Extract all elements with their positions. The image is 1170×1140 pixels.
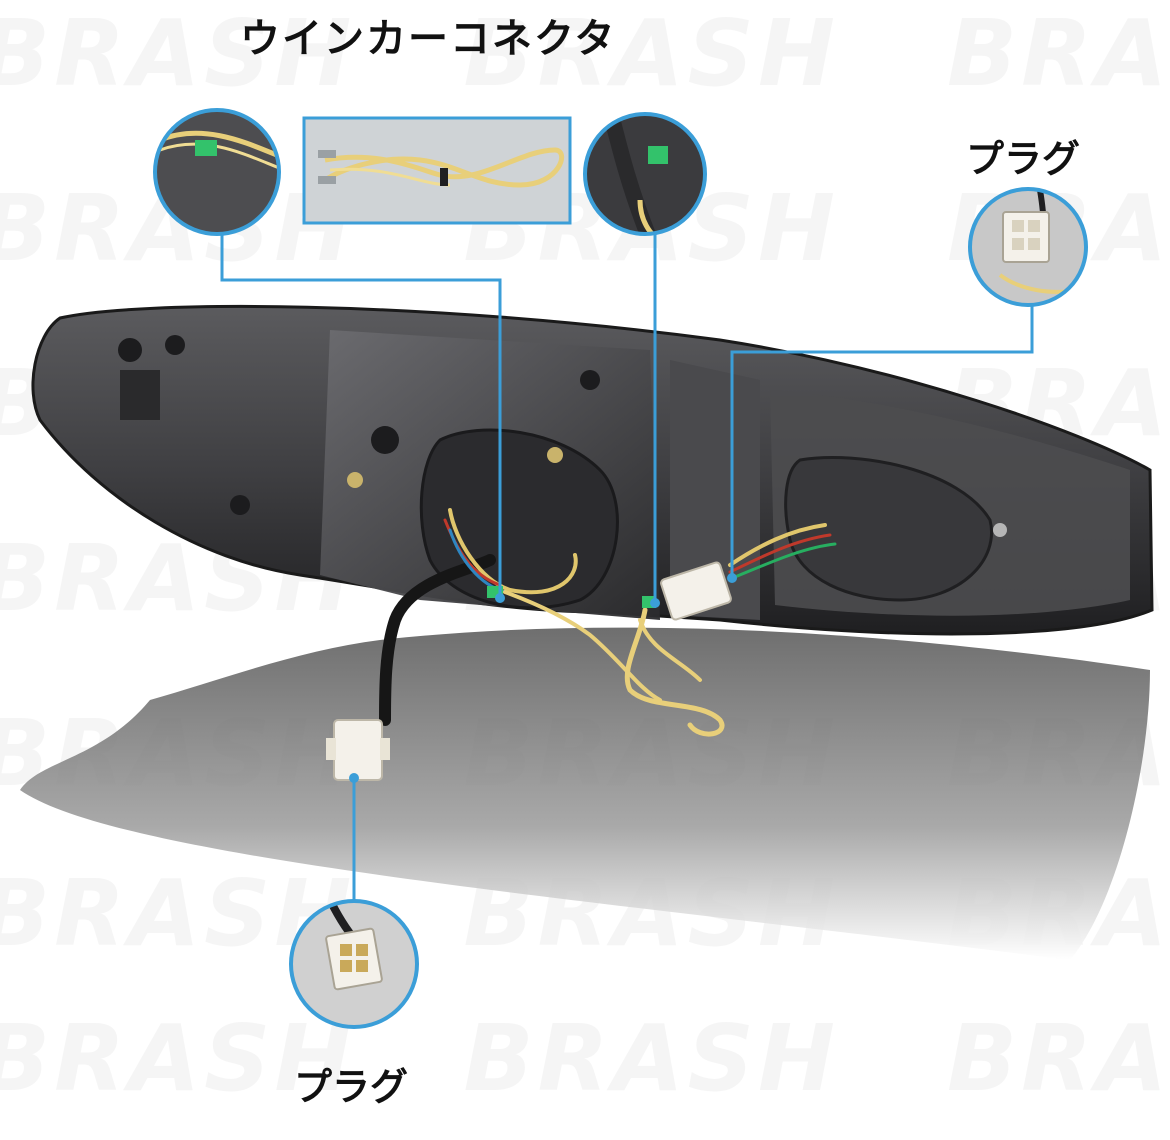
wiring (379, 508, 837, 737)
watermark-text: BRASH (463, 1005, 839, 1112)
callout-dots (349, 573, 737, 783)
magnified-circle-top-middle (583, 112, 707, 236)
watermark-text: BRASH (463, 0, 839, 107)
watermark-row: BRASH BRASH BRASH BRASH (0, 0, 1170, 107)
tail-lamp-housing (31, 304, 1154, 636)
magnified-circle-bottom (289, 899, 419, 1029)
floor-shadow (20, 627, 1150, 960)
watermark-row: BRASH BRASH BRASH BRASH (0, 1005, 1170, 1112)
plug-label-bottom: プラグ (294, 1064, 409, 1109)
magnified-circle-top-left (153, 108, 281, 236)
watermark-text: BRASH (0, 0, 356, 107)
white-plug-connector-left (326, 719, 390, 781)
callout-lines (220, 232, 1034, 900)
plug-label-right: プラグ (966, 136, 1081, 181)
watermark-text: BRASH (947, 0, 1170, 107)
magnified-circle-right (968, 187, 1088, 307)
white-plug-connector-right (660, 561, 732, 621)
watermark-text: BRASH (947, 1005, 1170, 1112)
watermark-text: BRASH (0, 1005, 356, 1112)
turn-signal-connector-label: ウインカーコネクタ (240, 15, 617, 62)
wire-harness-inset (302, 116, 572, 225)
